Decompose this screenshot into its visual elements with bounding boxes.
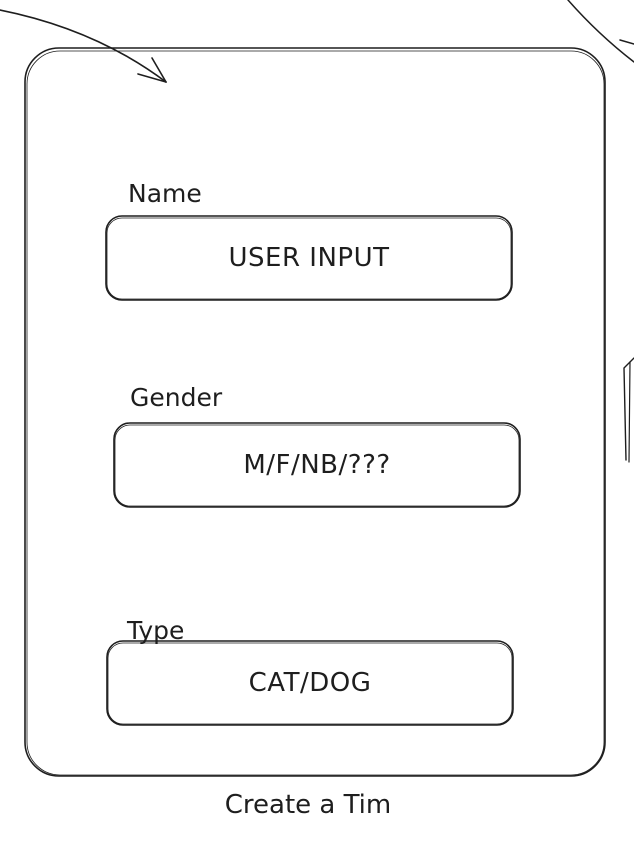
- name-input-outline: [105, 215, 513, 301]
- name-input-value: USER INPUT: [228, 243, 390, 273]
- offscreen-shape: [623, 357, 634, 463]
- name-label: Name: [128, 179, 202, 208]
- form-card: [24, 47, 606, 777]
- arrow-icon: [0, 9, 167, 83]
- gender-input[interactable]: M/F/NB/???: [114, 423, 520, 507]
- arrow-icon: [567, 0, 634, 63]
- gender-input-outline: [113, 422, 521, 508]
- name-input[interactable]: USER INPUT: [106, 216, 512, 300]
- screen-caption: Create a Tim: [224, 790, 392, 820]
- gender-input-value: M/F/NB/???: [243, 450, 391, 480]
- type-input-outline: [106, 640, 514, 726]
- type-input-value: CAT/DOG: [248, 668, 372, 698]
- type-input[interactable]: CAT/DOG: [107, 641, 513, 725]
- type-label: Type: [127, 616, 185, 645]
- gender-label: Gender: [130, 383, 223, 412]
